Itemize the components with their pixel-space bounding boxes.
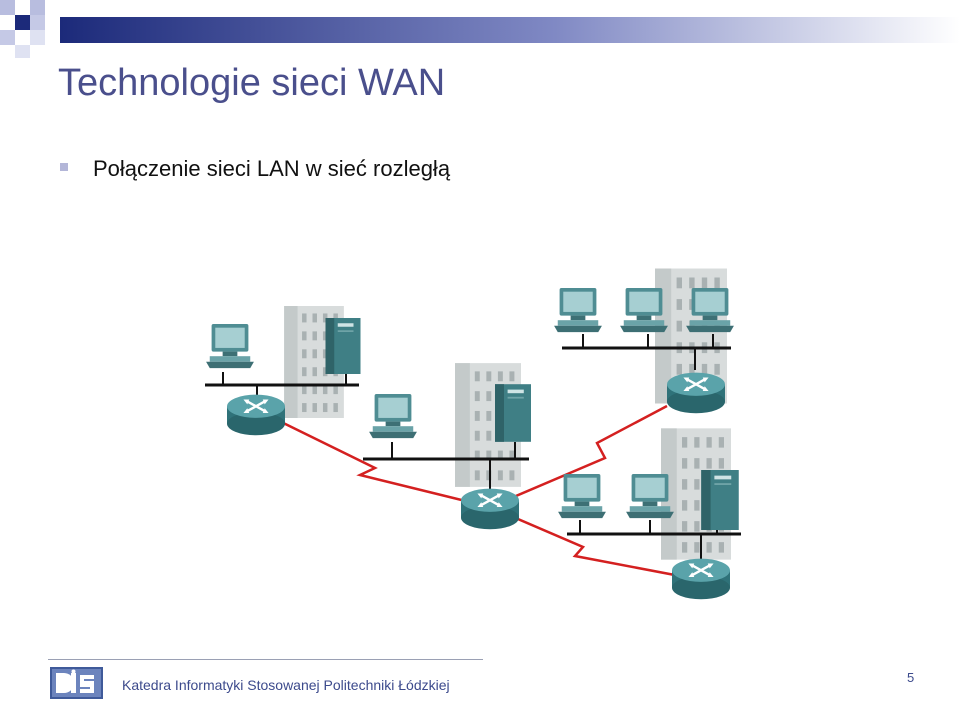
- router-icon: [672, 559, 730, 600]
- page-number: 5: [907, 670, 914, 685]
- wan-network-diagram: [205, 262, 761, 606]
- server-icon: [701, 470, 739, 530]
- computer-icon: [620, 288, 668, 332]
- header-decoration: [0, 0, 960, 58]
- computer-icon: [558, 474, 606, 518]
- kis-logo: [50, 667, 103, 699]
- slide-title: Technologie sieci WAN: [58, 62, 445, 105]
- computer-icon: [626, 474, 674, 518]
- server-icon: [326, 318, 361, 374]
- server-icon: [495, 384, 531, 442]
- router-icon: [461, 489, 519, 530]
- computer-icon: [206, 324, 254, 368]
- footer-text: Katedra Informatyki Stosowanej Politechn…: [122, 677, 450, 693]
- computer-icon: [554, 288, 602, 332]
- computer-icon: [686, 288, 734, 332]
- bullet-text: Połączenie sieci LAN w sieć rozległą: [93, 156, 450, 182]
- square-bullet-icon: [60, 163, 68, 171]
- footer-divider: [48, 659, 483, 660]
- router-icon: [227, 395, 285, 436]
- router-icon: [667, 373, 725, 414]
- computer-icon: [369, 394, 417, 438]
